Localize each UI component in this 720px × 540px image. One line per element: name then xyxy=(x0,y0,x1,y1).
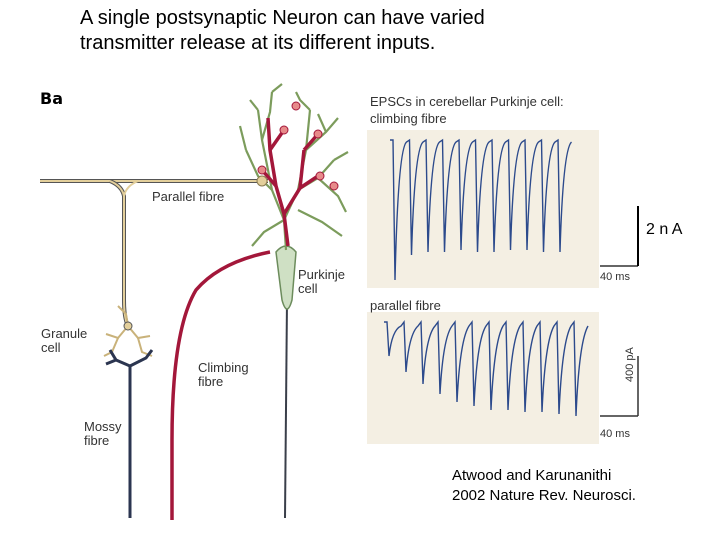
parallel-fibre-label: Parallel fibre xyxy=(152,189,225,204)
purkinje-soma-drawing xyxy=(275,245,297,310)
purkinje-cell-label: Purkinje cell xyxy=(298,267,345,296)
parallel-fibre-drawing xyxy=(40,179,268,327)
bottom-scale-bar xyxy=(600,356,639,417)
parallel-fibre-synapse xyxy=(256,175,268,187)
small-current-scale-label: 400 pA xyxy=(624,347,636,382)
bottom-time-scale-label: 40 ms xyxy=(600,428,630,440)
mossy-fibre-drawing xyxy=(105,349,154,518)
granule-cell-drawing xyxy=(103,305,153,357)
slide-title: A single postsynaptic Neuron can have va… xyxy=(80,7,485,54)
mossy-fibre-label: Mossy fibre xyxy=(84,419,122,448)
top-time-scale-label: 40 ms xyxy=(600,271,630,283)
climbing-fibre-label: Climbing fibre xyxy=(198,360,249,389)
top-trace-title: EPSCs in cerebellar Purkinje cell: climb… xyxy=(370,94,564,126)
panel-label: Ba xyxy=(40,89,63,108)
climbing-fibre-epsc-trace xyxy=(390,138,573,281)
granule-cell-label: Granule cell xyxy=(41,326,88,355)
parallel-fibre-epsc-trace xyxy=(384,319,589,417)
climbing-fibre-terminals xyxy=(257,101,339,191)
large-current-scale-label: 2 n A xyxy=(646,221,683,238)
citation: Atwood and Karunanithi 2002 Nature Rev. … xyxy=(452,467,636,504)
climbing-fibre-drawing xyxy=(170,117,320,520)
top-trace-panel xyxy=(367,130,599,288)
bottom-trace-title: parallel fibre xyxy=(370,298,441,313)
purkinje-axon-drawing xyxy=(284,299,288,519)
